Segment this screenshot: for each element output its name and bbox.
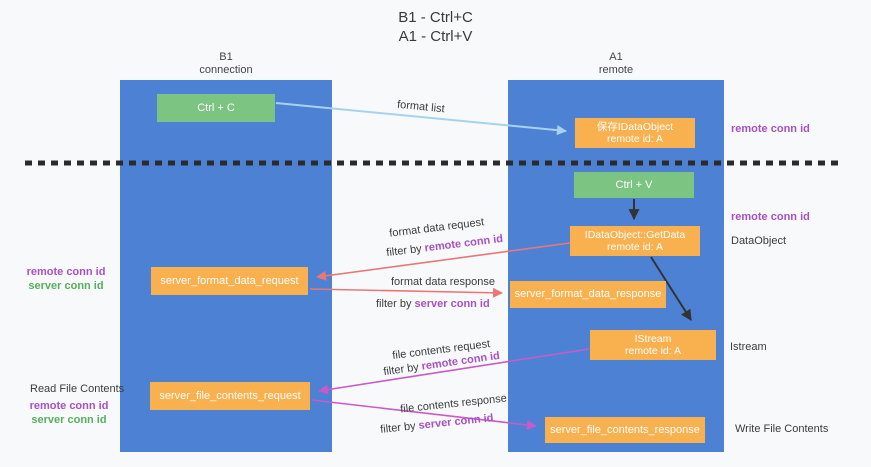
format-data-response-arrow: [309, 287, 503, 298]
save-idataobject-line2: remote id: A: [606, 133, 664, 145]
ctrl-v-label: Ctrl + V: [615, 178, 653, 191]
left-read-file-contents-label: Read File Contents: [30, 383, 125, 395]
lane-b1-subtitle: connection: [199, 64, 253, 76]
getdata-line2: remote id: A: [606, 241, 664, 253]
lane-b1-name: B1: [219, 51, 233, 63]
save-idataobject-box: 保存IDataObject remote id: A: [575, 118, 695, 148]
format-data-response-filter-label: filter by server conn id: [376, 298, 490, 310]
server-conn-id-text-2: server conn id: [414, 298, 490, 310]
right-istream-label: Istream: [730, 341, 767, 353]
istream-line1: IStream: [634, 333, 672, 345]
server-format-data-response-label: server_format_data_response: [514, 288, 662, 300]
lane-header-b1: B1 connection: [120, 51, 332, 77]
left-remote-conn-id-2: remote conn id: [29, 400, 109, 412]
server-format-data-request-label: server_format_data_request: [160, 274, 299, 287]
getdata-line1: IDataObject::GetData: [584, 229, 686, 241]
server-file-contents-response-label: server_file_contents_response: [550, 423, 700, 436]
right-dataobject-label: DataObject: [731, 235, 787, 247]
left-conn-id-pair-1: remote conn id server conn id: [25, 265, 107, 293]
format-list-arrow: [275, 102, 567, 136]
file-contents-response-arrow: [311, 399, 537, 430]
lane-a1-name: A1: [609, 51, 623, 63]
lane-a1-subtitle: remote: [598, 64, 634, 76]
filter-by-text-2: filter by: [376, 298, 415, 310]
server-file-contents-response-box: server_file_contents_response: [545, 417, 705, 443]
left-server-conn-id-2: server conn id: [31, 414, 107, 426]
right-write-file-contents-label: Write File Contents: [735, 423, 829, 435]
server-file-contents-request-label: server_file_contents_request: [159, 389, 301, 402]
ctrl-c-box: Ctrl + C: [157, 94, 275, 122]
getdata-box: IDataObject::GetData remote id: A: [570, 226, 700, 256]
istream-box: IStream remote id: A: [590, 330, 716, 360]
right-remote-conn-id-2: remote conn id: [731, 211, 810, 223]
format-data-response-label: format data response: [391, 276, 495, 288]
save-idataobject-line1: 保存IDataObject: [596, 121, 674, 133]
title-line-2: A1 - Ctrl+V: [398, 28, 473, 45]
right-remote-conn-id-1: remote conn id: [731, 123, 810, 135]
left-server-conn-id-1: server conn id: [28, 280, 104, 292]
diagram-title: B1 - Ctrl+C A1 - Ctrl+V: [0, 8, 871, 46]
left-remote-conn-id-1: remote conn id: [26, 266, 106, 278]
file-contents-request-arrow: [318, 348, 590, 395]
title-line-1: B1 - Ctrl+C: [398, 9, 473, 26]
server-format-data-request-box: server_format_data_request: [151, 267, 308, 295]
getdata-to-istream-arrow: [650, 256, 692, 321]
istream-line2: remote id: A: [624, 345, 682, 357]
lane-header-a1: A1 remote: [508, 51, 724, 77]
left-conn-id-pair-2: remote conn id server conn id: [28, 399, 110, 427]
server-file-contents-request-box: server_file_contents_request: [150, 382, 310, 410]
server-format-data-response-box: server_format_data_response: [510, 281, 666, 308]
ctrl-c-label: Ctrl + C: [197, 101, 235, 114]
format-data-request-arrow: [316, 242, 571, 281]
ctrl-v-box: Ctrl + V: [574, 172, 694, 198]
